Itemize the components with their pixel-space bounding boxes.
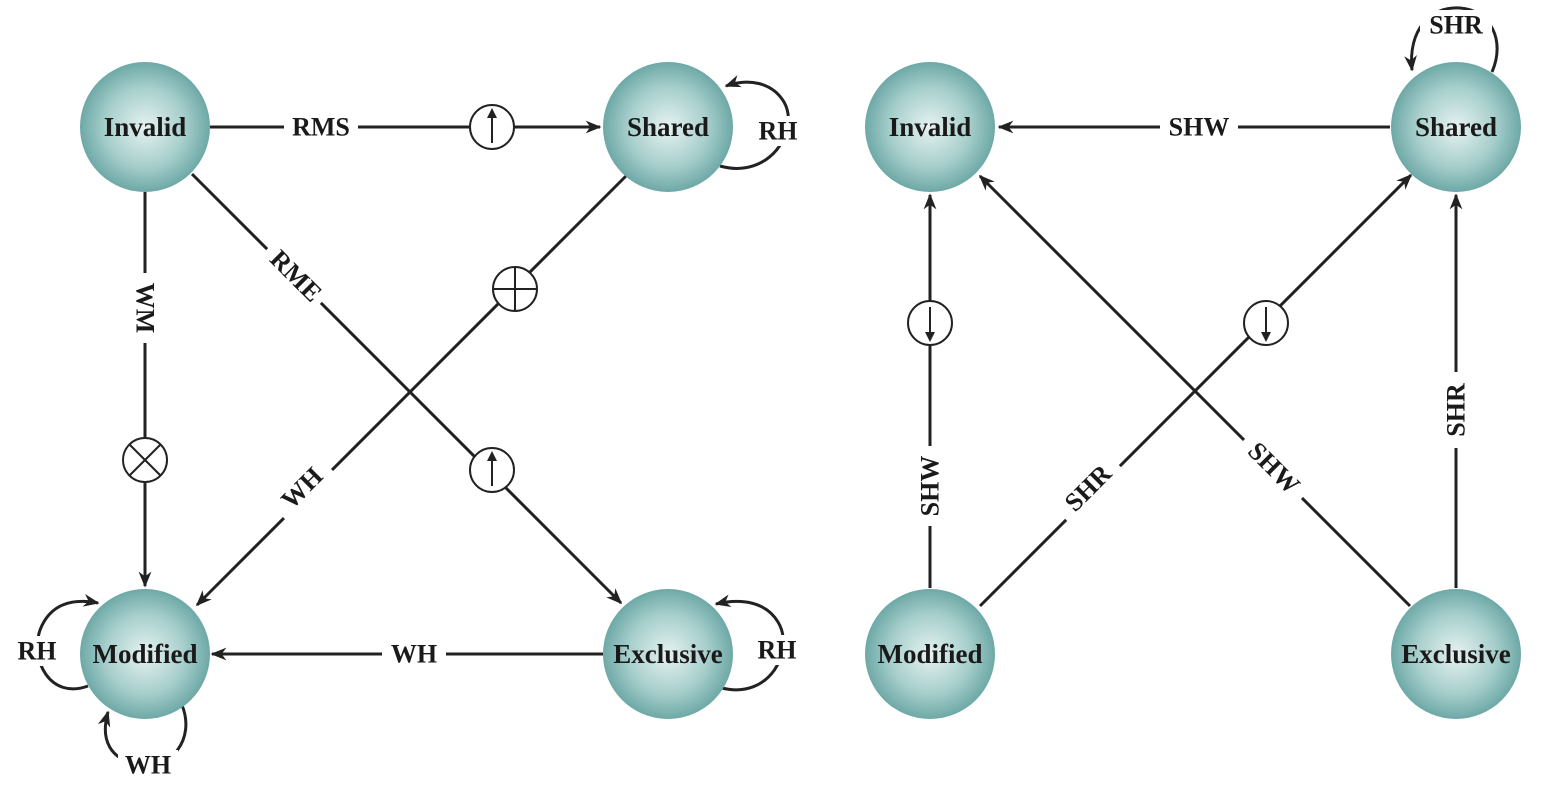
loop-label-exclusive-rh: RH xyxy=(758,636,797,665)
bus-read-up-icon xyxy=(469,104,515,150)
node-modified-left: Modified xyxy=(80,589,210,719)
node-shared-right: Shared xyxy=(1391,62,1521,192)
loop-label-modified-wh: WH xyxy=(125,751,171,780)
node-label: Modified xyxy=(878,639,983,669)
loop-label-shared-shr: SHR xyxy=(1429,11,1483,40)
edge-shared-to-modified: WH xyxy=(195,174,628,607)
edge-shared-to-invalid: SHW xyxy=(997,112,1390,142)
loop-modified-bottom: WH xyxy=(97,704,188,780)
edge-exclusive-to-modified: WH xyxy=(210,639,603,669)
node-invalid-left: Invalid xyxy=(80,62,210,192)
edge-modified-to-invalid: SHW xyxy=(907,193,953,588)
edge-label-rms: RMS xyxy=(292,113,350,142)
flush-down-icon-1 xyxy=(907,300,953,346)
node-exclusive-right: Exclusive xyxy=(1391,589,1521,719)
bus-invalidate-plus-icon xyxy=(492,266,538,312)
bus-write-miss-x-icon xyxy=(122,437,168,483)
edge-invalid-to-shared: RMS xyxy=(210,104,602,150)
node-label: Shared xyxy=(627,112,709,142)
left-diagram: RMS WM RME xyxy=(10,62,805,780)
node-exclusive-left: Exclusive xyxy=(603,589,733,719)
edge-invalid-to-exclusive: RME xyxy=(190,172,623,605)
loop-shared-self-right: SHR xyxy=(1404,6,1499,73)
node-label: Modified xyxy=(93,639,198,669)
edge-modified-to-shared: SHR xyxy=(978,173,1413,608)
edge-label-wh-horiz: WH xyxy=(391,640,437,669)
edge-invalid-to-modified: WM xyxy=(122,192,168,588)
edge-label-shw-horiz: SHW xyxy=(1169,113,1230,142)
loop-label-modified-rh: RH xyxy=(18,637,57,666)
edge-label-shw-vert: SHW xyxy=(916,456,945,517)
flush-down-icon-2 xyxy=(1243,300,1289,346)
loop-shared-self: RH xyxy=(719,75,805,170)
node-label: Invalid xyxy=(889,112,972,142)
node-label: Exclusive xyxy=(1401,639,1511,669)
node-invalid-right: Invalid xyxy=(865,62,995,192)
node-label: Invalid xyxy=(104,112,187,142)
node-label: Shared xyxy=(1415,112,1497,142)
edge-exclusive-to-shared: SHR xyxy=(1441,193,1471,588)
node-shared-left: Shared xyxy=(603,62,733,192)
node-label: Exclusive xyxy=(613,639,723,669)
right-diagram: SHW SHW SHW SHR xyxy=(865,6,1521,719)
edge-label-wm: WM xyxy=(131,283,160,334)
loop-label-shared-rh: RH xyxy=(759,117,798,146)
loop-modified-left: RH xyxy=(10,594,100,691)
loop-exclusive-self: RH xyxy=(714,594,804,692)
node-modified-right: Modified xyxy=(865,589,995,719)
edge-label-shr-vert: SHR xyxy=(1442,383,1471,437)
bus-read-up-icon-2 xyxy=(469,447,515,493)
